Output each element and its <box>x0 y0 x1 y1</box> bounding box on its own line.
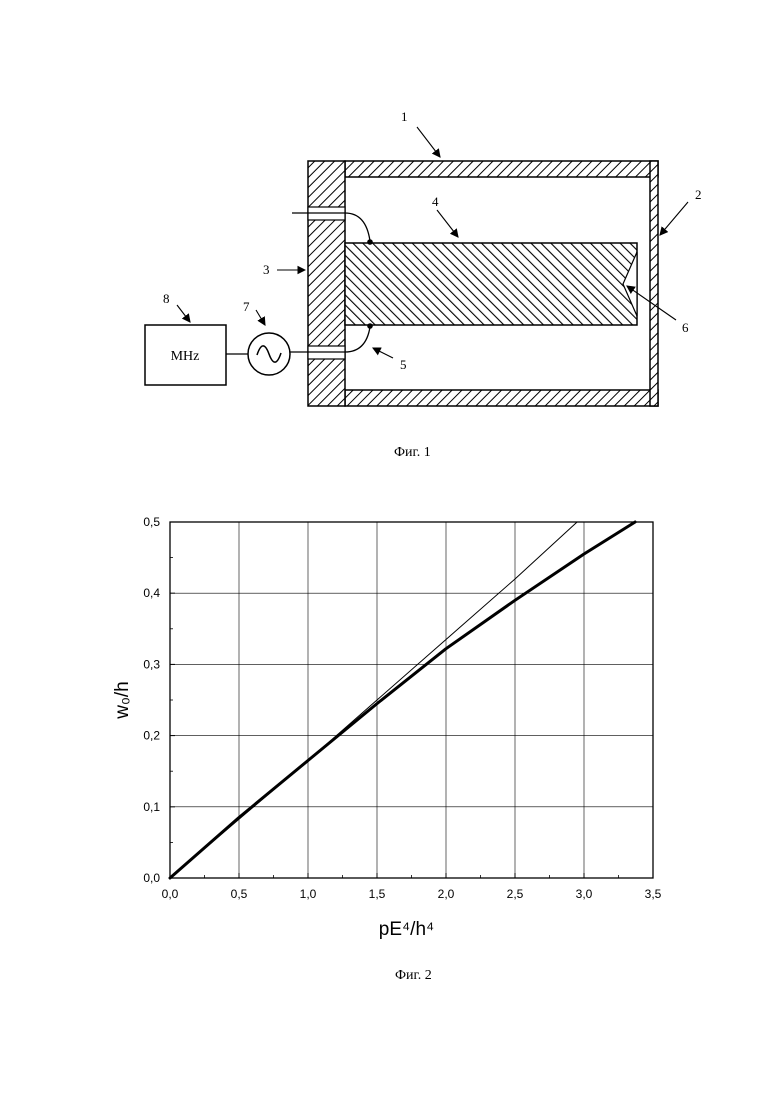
chart-series <box>170 522 635 878</box>
chamber-right-wall <box>650 161 658 406</box>
plot-frame <box>170 522 653 878</box>
callout-arrow-5 <box>373 348 393 358</box>
y-tick-label: 0,2 <box>143 729 160 743</box>
series-line-thick <box>170 522 635 878</box>
x-axis-label: pE⁴/h⁴ <box>379 919 434 940</box>
figure-2-caption: Фиг. 2 <box>395 968 432 984</box>
x-tick-label: 1,5 <box>369 887 386 901</box>
chamber-bottom-wall <box>345 390 658 406</box>
x-tick-label: 2,5 <box>507 887 524 901</box>
x-tick-label: 0,5 <box>231 887 248 901</box>
chart-axis-labels: pE⁴/h⁴ w₀/h <box>112 681 434 940</box>
callout-label-2: 2 <box>695 187 702 202</box>
callout-label-7: 7 <box>243 299 250 314</box>
callout-arrow-1 <box>417 127 440 157</box>
lower-contact-point <box>367 323 373 329</box>
x-tick-label: 1,0 <box>300 887 317 901</box>
figure-2-chart: 0,0 0,5 1,0 1,5 2,0 2,5 3,0 3,5 0,0 0,1 0,2 0,3 0,4 0… <box>0 500 780 960</box>
resonator-rod <box>345 243 637 325</box>
callout-label-4: 4 <box>432 194 439 209</box>
x-tick-label: 3,0 <box>576 887 593 901</box>
callout-arrow-8 <box>177 305 190 322</box>
x-tick-label: 2,0 <box>438 887 455 901</box>
callout-arrow-7 <box>256 310 265 325</box>
chart-grid <box>170 522 653 878</box>
callout-label-6: 6 <box>682 320 689 335</box>
y-tick-label: 0,1 <box>143 800 160 814</box>
callout-label-3: 3 <box>263 262 270 277</box>
callout-label-1: 1 <box>401 109 408 124</box>
chamber-top-wall <box>345 161 658 177</box>
x-tick-label: 0,0 <box>162 887 179 901</box>
y-tick-label: 0,0 <box>143 871 160 885</box>
y-axis-label: w₀/h <box>112 681 133 719</box>
figure-1-caption: Фиг. 1 <box>394 445 431 461</box>
callout-arrow-4 <box>437 210 458 237</box>
y-tick-label: 0,3 <box>143 657 160 671</box>
callout-label-8: 8 <box>163 291 170 306</box>
mhz-generator-label: MHz <box>171 349 200 364</box>
y-tick-label: 0,5 <box>143 515 160 529</box>
upper-contact-point <box>367 239 373 245</box>
y-tick-label: 0,4 <box>143 586 160 600</box>
figure-1-apparatus-diagram: MHz 1 2 3 4 5 6 7 8 <box>0 0 780 480</box>
chamber-left-flange <box>308 161 345 406</box>
callout-arrow-2 <box>660 202 688 235</box>
callout-label-5: 5 <box>400 357 407 372</box>
x-tick-label: 3,5 <box>645 887 662 901</box>
